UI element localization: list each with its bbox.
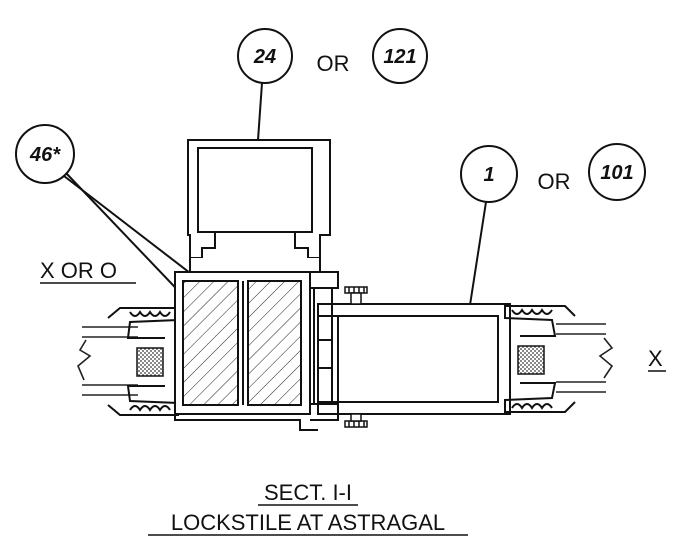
screw-top	[344, 286, 368, 305]
interlock-channel	[310, 271, 339, 421]
callout-1: 1	[460, 145, 518, 203]
glazing-block-a	[182, 280, 239, 406]
svg-text:121: 121	[383, 46, 416, 68]
right-side-label: X	[648, 346, 663, 371]
svg-text:24: 24	[253, 46, 276, 68]
or-label-top: OR	[317, 51, 350, 76]
rail-tube-right	[317, 303, 511, 415]
callout-101: 101	[588, 143, 646, 201]
callout-121: 121	[372, 28, 428, 84]
right-sash-bead	[504, 305, 576, 413]
glazing-gasket-right	[517, 345, 545, 375]
callout-46: 46*	[15, 124, 75, 184]
glazing-gasket-left	[136, 347, 164, 377]
left-side-label: X OR O	[40, 258, 117, 283]
svg-text:46*: 46*	[29, 144, 61, 166]
caption-subtitle: LOCKSTILE AT ASTRAGAL	[171, 510, 445, 535]
caption-section-title: SECT. I-I	[264, 480, 352, 505]
astragal-top-profile	[187, 139, 331, 273]
screw-bottom	[344, 413, 368, 428]
glass-right	[517, 323, 614, 393]
callout-24: 24	[237, 28, 293, 84]
lockstile-body	[174, 271, 318, 431]
svg-text:1: 1	[483, 164, 494, 186]
svg-text:101: 101	[600, 162, 633, 184]
or-label-right: OR	[538, 169, 571, 194]
glazing-block-b	[247, 280, 302, 406]
